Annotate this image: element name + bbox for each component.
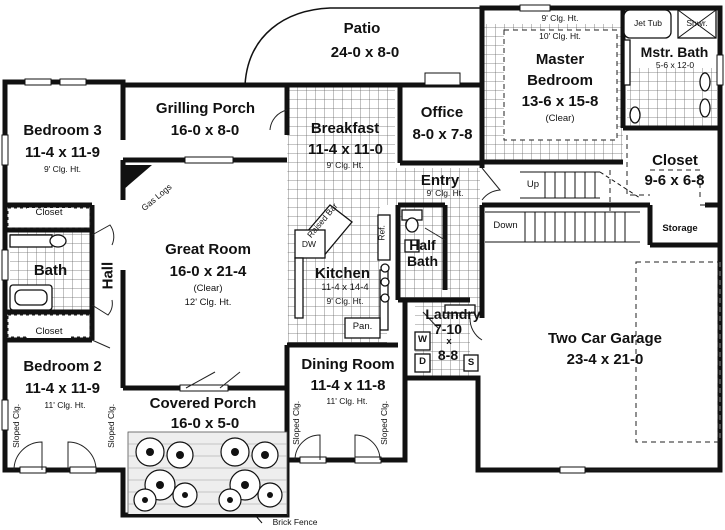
master-bath-name: Mstr. Bath	[640, 44, 709, 60]
master-bath-size: 5-6 x 12-0	[655, 60, 695, 70]
fireplace-icon	[123, 165, 152, 190]
laundry-name: Laundry	[425, 306, 481, 322]
closet-master-size: 9-6 x 6-8	[644, 172, 705, 189]
laundry-fixtures	[414, 304, 479, 373]
breakfast-ceiling: 9' Clg. Ht.	[326, 160, 364, 170]
doors	[13, 109, 501, 471]
master-name2: Bedroom	[527, 72, 593, 89]
master-ceiling-inner: 10' Clg. Ht.	[539, 31, 581, 41]
great-room-size: 16-0 x 21-4	[169, 263, 247, 280]
pantry-label: Pan.	[352, 321, 373, 332]
garage-name: Two Car Garage	[548, 330, 662, 347]
closet-b2-name: Closet	[27, 326, 71, 338]
master-ceiling-top: 9' Clg. Ht.	[541, 13, 579, 23]
kitchen-counters	[294, 204, 391, 339]
master-size: 13-6 x 15-8	[521, 93, 599, 110]
stairs-down-label: Down	[493, 220, 518, 231]
interior-walls	[5, 8, 720, 460]
kitchen-ceiling: 9' Clg. Ht.	[326, 296, 364, 306]
porch-plantings	[123, 431, 288, 524]
great-room-ceiling: 12' Clg. Ht.	[184, 297, 232, 308]
entry-ceiling: 9' Clg. Ht.	[426, 188, 464, 198]
bedroom2-name: Bedroom 2	[23, 358, 102, 375]
kitchen-name: Kitchen	[314, 265, 370, 282]
entry-name: Entry	[420, 172, 460, 189]
washer-label: W	[418, 334, 427, 345]
half-bath-name2: Bath	[406, 253, 439, 269]
bedroom2-size: 11-4 x 11-9	[24, 380, 101, 397]
dining-sloped-right: Sloped Clg.	[379, 400, 390, 445]
grilling-porch-name: Grilling Porch	[155, 100, 256, 117]
grilling-porch-size: 16-0 x 8-0	[170, 122, 240, 139]
jet-tub-label: Jet Tub	[634, 18, 662, 28]
patio-outline	[244, 7, 482, 86]
bath-fixtures	[7, 207, 423, 338]
brick-fence-label: Brick Fence	[272, 517, 318, 527]
bedroom3-ceiling: 9' Clg. Ht.	[43, 164, 82, 174]
stairs-up-label: Up	[526, 179, 540, 190]
closet-master-name: Closet	[652, 152, 698, 169]
half-bath-name: Half	[409, 237, 436, 253]
refrigerator-label: Ref.	[376, 225, 387, 241]
tiled-floors	[10, 24, 717, 378]
laundry-size-3: 8-8	[437, 347, 459, 363]
bedroom2-sloped-left: Sloped Clg.	[11, 403, 22, 448]
dining-sloped-left: Sloped Clg.	[291, 400, 302, 445]
covered-porch-size: 16-0 x 5-0	[170, 415, 240, 432]
stairs	[485, 169, 701, 243]
master-bath-fixtures	[623, 9, 717, 196]
laundry-size-2: x	[446, 336, 452, 347]
dishwasher-label: DW	[301, 239, 317, 249]
shower-label: Shwr.	[686, 18, 708, 28]
patio-size: 24-0 x 8-0	[330, 44, 400, 61]
master-note: (Clear)	[545, 113, 575, 124]
bedroom3-size: 11-4 x 11-9	[24, 144, 101, 161]
office-name: Office	[420, 104, 464, 121]
dryer-label: D	[419, 356, 426, 367]
hall-name: Hall	[99, 261, 117, 290]
bath-name: Bath	[33, 262, 68, 279]
storage-name: Storage	[662, 223, 698, 234]
master-name: Master	[535, 51, 585, 68]
bedroom2-sloped-right: Sloped Clg.	[106, 403, 117, 448]
great-room-name: Great Room	[165, 241, 251, 258]
garage-details	[590, 204, 721, 471]
sink-label: S	[467, 357, 475, 368]
dining-room-name: Dining Room	[301, 356, 395, 373]
great-room-note: (Clear)	[193, 283, 223, 294]
covered-porch-name: Covered Porch	[149, 395, 257, 412]
patio-name: Patio	[343, 20, 381, 37]
breakfast-size: 11-4 x 11-0	[307, 141, 384, 158]
dining-room-size: 11-4 x 11-8	[310, 377, 386, 394]
laundry-size-1: 7-10	[433, 321, 463, 337]
breakfast-name: Breakfast	[310, 120, 380, 137]
closet-b3-name: Closet	[27, 207, 71, 219]
kitchen-size: 11-4 x 14-4	[321, 282, 369, 293]
dining-room-ceiling: 11' Clg. Ht.	[326, 396, 368, 406]
bedroom2-ceiling: 11' Clg. Ht.	[44, 400, 86, 410]
bedroom3-name: Bedroom 3	[23, 122, 102, 139]
windows	[1, 4, 724, 474]
office-size: 8-0 x 7-8	[412, 126, 473, 143]
garage-size: 23-4 x 21-0	[566, 351, 644, 368]
